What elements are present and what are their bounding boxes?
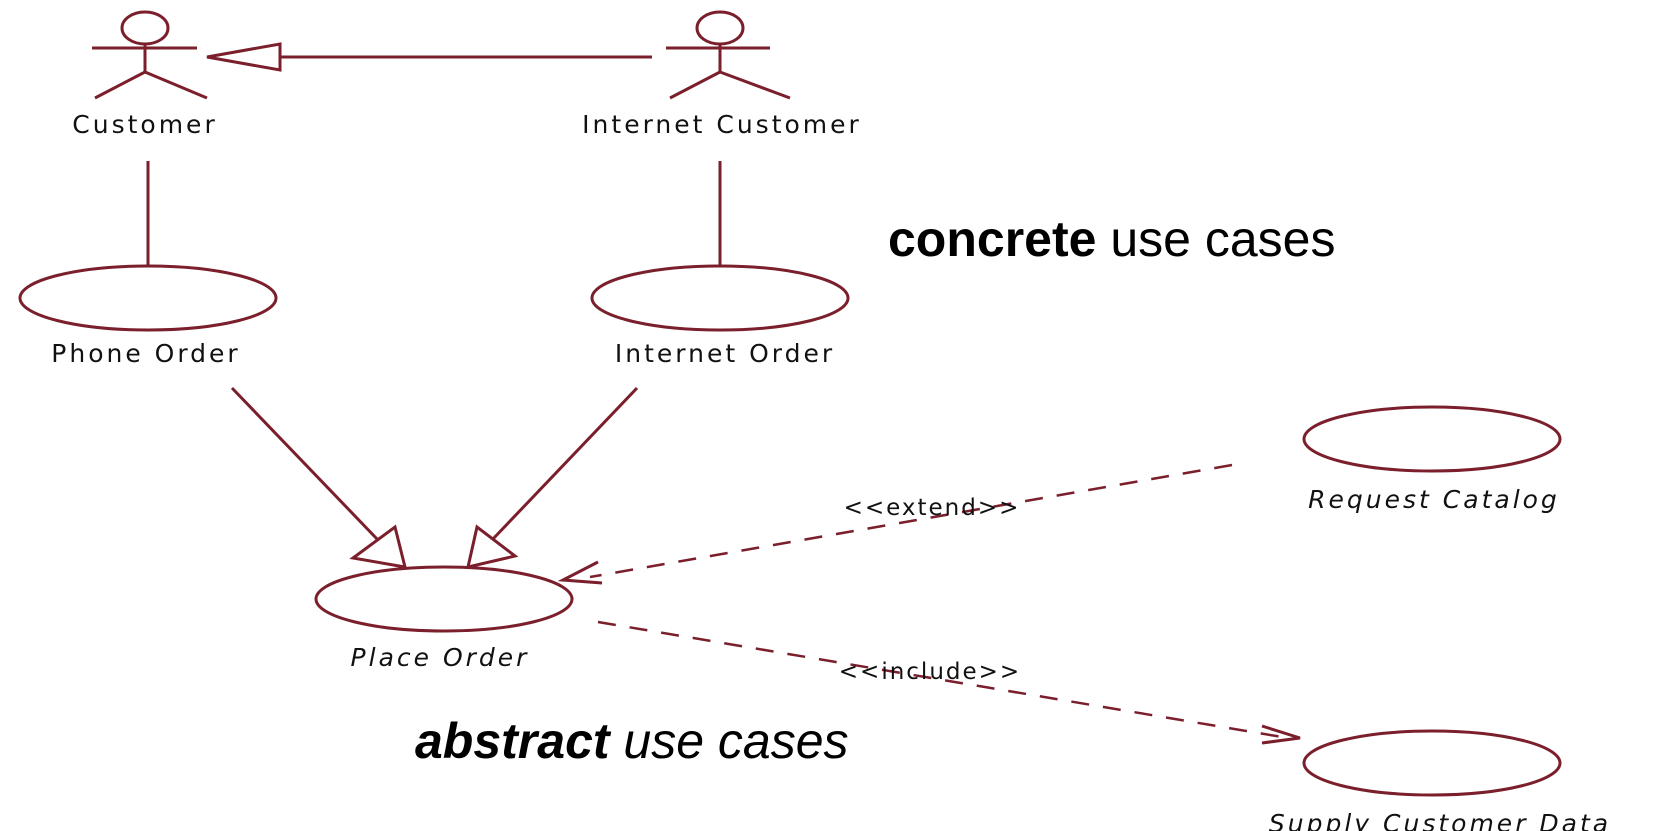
include-relationship xyxy=(597,620,1301,745)
abstract-caption-rest: use cases xyxy=(610,713,849,769)
use-case-request-catalog[interactable] xyxy=(1302,405,1562,473)
actor-internet-customer-label: Internet Customer xyxy=(582,110,862,139)
abstract-caption-bold: abstract xyxy=(415,713,612,769)
actor-customer[interactable] xyxy=(92,10,208,100)
extend-stereotype-label: <<extend>> xyxy=(844,495,1021,521)
concrete-caption-bold: concrete xyxy=(888,211,1096,267)
include-stereotype-label: <<include>> xyxy=(839,659,1021,685)
abstract-use-cases-caption: abstract use cases xyxy=(415,713,849,769)
generalization-arrow xyxy=(206,42,652,72)
actor-customer-label: Customer xyxy=(72,110,217,139)
generalization-phone-to-place xyxy=(230,386,408,569)
use-case-supply-customer-data-label: Supply Customer Data xyxy=(1269,809,1611,831)
use-case-phone-order[interactable] xyxy=(18,264,278,332)
concrete-use-cases-caption: concrete use cases xyxy=(888,211,1335,267)
generalization-internet-to-place xyxy=(466,386,639,570)
use-case-request-catalog-label: Request Catalog xyxy=(1308,485,1560,514)
use-case-phone-order-label: Phone Order xyxy=(51,339,240,368)
extend-relationship xyxy=(557,463,1233,585)
use-case-internet-order[interactable] xyxy=(590,264,850,332)
use-case-place-order[interactable] xyxy=(314,565,574,633)
actor-internet-customer[interactable] xyxy=(666,10,791,100)
use-case-internet-order-label: Internet Order xyxy=(615,339,835,368)
use-case-place-order-label: Place Order xyxy=(351,643,530,672)
concrete-caption-rest: use cases xyxy=(1096,211,1335,267)
use-case-supply-customer-data[interactable] xyxy=(1302,729,1562,797)
